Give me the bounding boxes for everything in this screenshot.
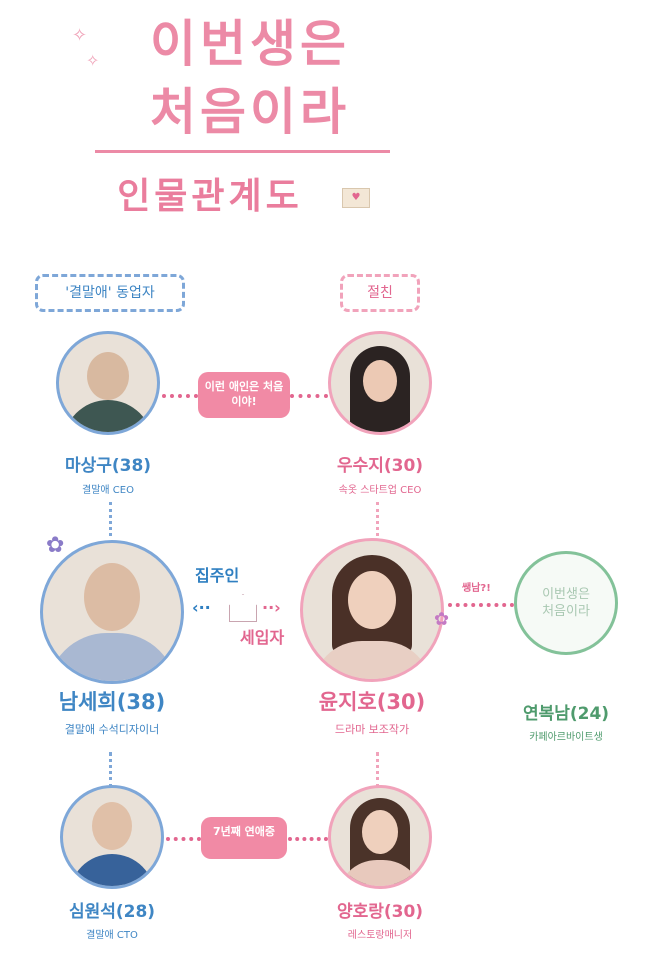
- character-role: 결말애 CEO: [82, 485, 134, 496]
- character-role: 결말애 수석디자이너: [64, 723, 160, 736]
- avatar-woo-suji: [328, 331, 432, 435]
- avatar-ma-sanggu: [56, 331, 160, 435]
- group-label-right: 절친: [340, 274, 420, 312]
- character-name: 심원석(28): [68, 902, 156, 922]
- relation-shim-yang: 7년째 연애중: [201, 817, 287, 859]
- title-underline: [95, 150, 390, 153]
- flower-icon: ✿: [46, 533, 65, 558]
- character-name: 우수지(30): [336, 456, 424, 476]
- avatar-nam-sehee: [40, 540, 184, 684]
- group-label-left: '결말애' 동업자: [35, 274, 185, 312]
- character-name: 연복남(24): [522, 704, 610, 724]
- tenant-label: 세입자: [240, 628, 285, 647]
- character-name: 마상구(38): [64, 456, 152, 476]
- avatar-yang-horang: [328, 785, 432, 889]
- character-role: 드라마 보조작가: [334, 723, 410, 736]
- arrow-left-icon: ‹··: [192, 598, 211, 617]
- avatar-shim-wonseok: [60, 785, 164, 889]
- arrow-right-icon: ··›: [262, 598, 281, 617]
- relation-yoon-yeon: 쌩남?!: [462, 583, 491, 594]
- envelope-icon: ♥: [342, 188, 370, 208]
- character-name: 양호랑(30): [336, 902, 424, 922]
- relation-ma-woo: 이런 애인은 처음이야!: [198, 372, 290, 418]
- subtitle: 인물관계도: [117, 176, 303, 217]
- star-icon: ✧: [72, 25, 88, 46]
- character-name: 남세희(38): [58, 690, 166, 714]
- avatar-yoon-jiho: [300, 538, 444, 682]
- placeholder-logo: 처음이라: [542, 604, 590, 619]
- character-role: 카페아르바이트생: [529, 732, 603, 743]
- title-line2: 처음이라: [150, 83, 350, 141]
- character-role: 속옷 스타트업 CEO: [338, 485, 422, 496]
- star-icon: ✧: [86, 51, 100, 70]
- landlord-label: 집주인: [195, 566, 240, 585]
- flower-icon: ✿: [434, 609, 450, 630]
- house-icon: [229, 594, 257, 622]
- character-role: 레스토랑매니저: [347, 930, 413, 941]
- character-role: 결말애 CTO: [86, 930, 138, 941]
- title-line1: 이번생은: [150, 15, 350, 73]
- placeholder-logo: 이번생은: [542, 587, 590, 602]
- character-name: 윤지호(30): [318, 690, 426, 714]
